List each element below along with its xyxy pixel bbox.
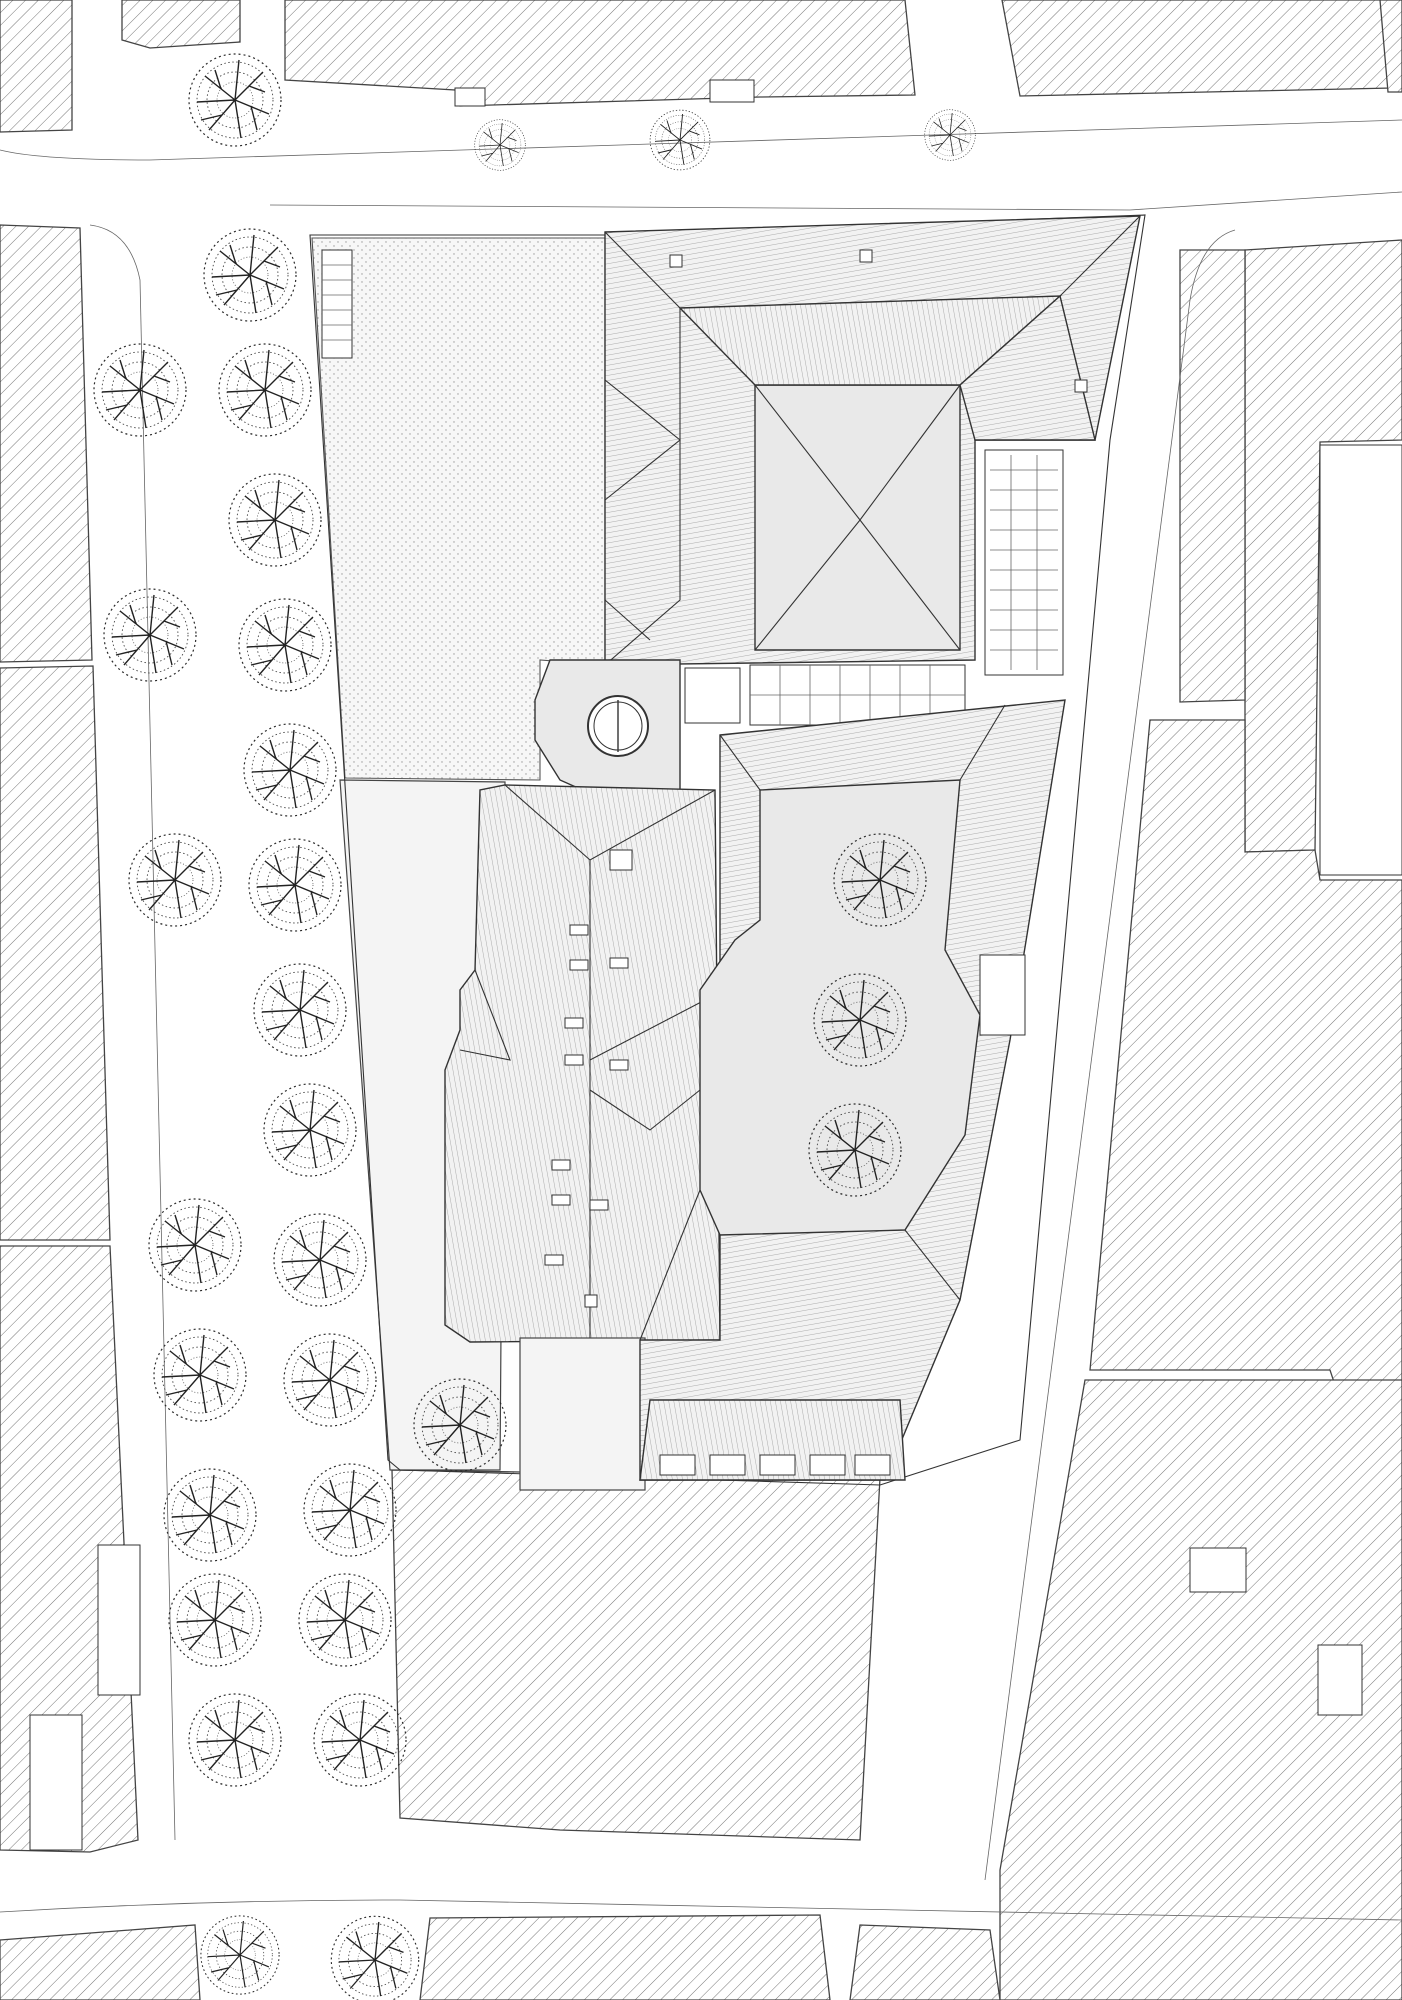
west-wing-roof [444,784,721,1491]
skylight-icon [984,449,1064,676]
street-edges [0,119,1402,1921]
north-wing-roof [604,215,1141,676]
site-parcel [309,214,1146,1486]
east-wing-roof [639,699,1066,1481]
